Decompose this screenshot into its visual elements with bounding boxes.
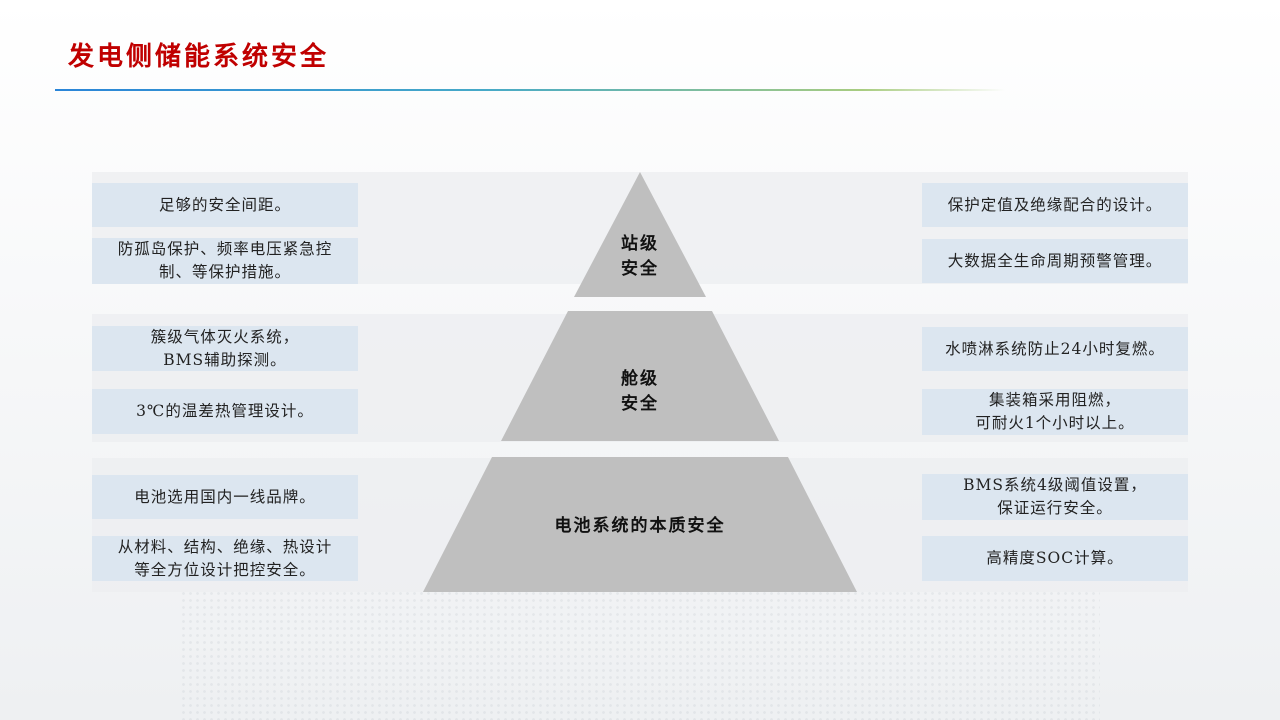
left-box-gas-extinguishing: 簇级气体灭火系统， BMS辅助探测。 [92, 326, 358, 371]
pyramid-tier-cabin [501, 311, 779, 441]
left-box-text: 防孤岛保护、频率电压紧急控 制、等保护措施。 [117, 240, 333, 281]
right-box-soc-calculation: 高精度SOC计算。 [922, 536, 1188, 581]
tier-label-battery: 电池系统的本质安全 [554, 516, 726, 536]
right-box-text: BMS系统4级阈值设置， 保证运行安全。 [963, 476, 1147, 517]
left-box-text: 3℃的温差热管理设计。 [136, 402, 314, 420]
right-box-big-data-warning: 大数据全生命周期预警管理。 [922, 239, 1188, 283]
left-box-text: 从材料、结构、绝缘、热设计 等全方位设计把控安全。 [117, 537, 333, 579]
tier-label-cabin: 舱级 安全 [621, 369, 659, 414]
tier-label-station: 站级 安全 [621, 234, 659, 279]
right-box-text: 高精度SOC计算。 [986, 549, 1124, 567]
right-box-text: 大数据全生命周期预警管理。 [947, 251, 1163, 270]
right-box-bms-thresholds: BMS系统4级阈值设置， 保证运行安全。 [922, 474, 1188, 520]
decorative-dot-pattern [180, 590, 1100, 720]
pyramid-tier-battery [423, 457, 857, 592]
left-box-battery-brand: 电池选用国内一线品牌。 [92, 475, 358, 519]
left-box-text: 电池选用国内一线品牌。 [134, 487, 316, 506]
left-box-anti-islanding: 防孤岛保护、频率电压紧急控 制、等保护措施。 [92, 238, 358, 284]
right-box-fire-resistant-container: 集装箱采用阻燃， 可耐火1个小时以上。 [922, 389, 1188, 435]
right-box-text: 水喷淋系统防止24小时复燃。 [945, 339, 1165, 358]
left-box-comprehensive-design: 从材料、结构、绝缘、热设计 等全方位设计把控安全。 [92, 536, 358, 581]
right-box-water-spray: 水喷淋系统防止24小时复燃。 [922, 327, 1188, 371]
right-box-text: 集装箱采用阻燃， 可耐火1个小时以上。 [975, 391, 1135, 432]
right-box-text: 保护定值及绝缘配合的设计。 [947, 195, 1163, 214]
left-box-text: 簇级气体灭火系统， BMS辅助探测。 [150, 327, 300, 369]
page-title: 发电侧储能系统安全 [68, 42, 330, 72]
left-box-text: 足够的安全间距。 [158, 195, 291, 214]
left-box-safe-spacing: 足够的安全间距。 [92, 183, 358, 227]
left-box-thermal-management: 3℃的温差热管理设计。 [92, 389, 358, 434]
right-box-protection-settings: 保护定值及绝缘配合的设计。 [922, 183, 1188, 227]
title-underline [55, 89, 1005, 91]
pyramid-tier-station [574, 172, 706, 297]
